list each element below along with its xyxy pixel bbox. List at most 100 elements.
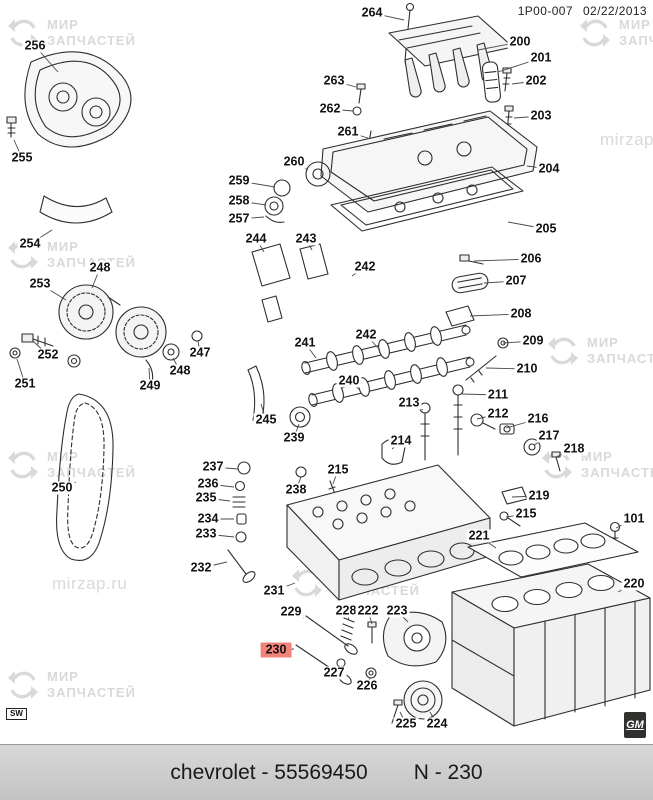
callout-264: 264 bbox=[359, 5, 385, 20]
callout-215: 215 bbox=[513, 506, 539, 521]
drawing-ref-number: 1P00-007 bbox=[517, 4, 573, 18]
callout-250: 250 bbox=[49, 480, 75, 495]
callout-255: 255 bbox=[9, 150, 35, 165]
callout-222: 222 bbox=[355, 603, 381, 618]
footer-bar: chevrolet - 55569450 N - 230 bbox=[0, 744, 653, 800]
callout-219: 219 bbox=[526, 488, 552, 503]
callout-258: 258 bbox=[226, 193, 252, 208]
callout-259: 259 bbox=[226, 173, 252, 188]
callout-235: 235 bbox=[193, 490, 219, 505]
watermark-url-text: mirzap.ru bbox=[600, 130, 653, 149]
callout-223: 223 bbox=[384, 603, 410, 618]
callout-231: 231 bbox=[261, 583, 287, 598]
part-brackets-244-243 bbox=[251, 243, 329, 323]
callout-201: 201 bbox=[528, 50, 554, 65]
callout-202: 202 bbox=[523, 73, 549, 88]
callout-242: 242 bbox=[353, 327, 379, 342]
callout-233: 233 bbox=[193, 526, 219, 541]
callout-253: 253 bbox=[27, 276, 53, 291]
callout-252: 252 bbox=[35, 347, 61, 362]
part-engine-block bbox=[451, 563, 651, 727]
engine-exploded-view bbox=[6, 2, 651, 727]
callout-263: 263 bbox=[321, 73, 347, 88]
watermark-url: mirzap.ru bbox=[600, 130, 653, 150]
callout-256: 256 bbox=[22, 38, 48, 53]
callout-244: 244 bbox=[243, 231, 269, 246]
callout-220: 220 bbox=[621, 576, 647, 591]
callout-240: 240 bbox=[336, 373, 362, 388]
callout-211: 211 bbox=[485, 387, 511, 402]
part-idler-pulley bbox=[391, 680, 443, 724]
callout-221: 221 bbox=[466, 528, 492, 543]
callout-262: 262 bbox=[317, 101, 343, 116]
callout-212: 212 bbox=[485, 406, 511, 421]
callout-239: 239 bbox=[281, 430, 307, 445]
callout-205: 205 bbox=[533, 221, 559, 236]
callout-226: 226 bbox=[354, 678, 380, 693]
drawing-date: 02/22/2013 bbox=[582, 4, 647, 18]
callout-251: 251 bbox=[12, 376, 38, 391]
callout-260: 260 bbox=[281, 154, 307, 169]
callout-200: 200 bbox=[507, 34, 533, 49]
part-tensioner-blade bbox=[247, 365, 265, 421]
callout-247: 247 bbox=[187, 345, 213, 360]
callout-257: 257 bbox=[226, 211, 252, 226]
callout-238: 238 bbox=[283, 482, 309, 497]
part-bracket-254 bbox=[39, 195, 113, 224]
callout-213: 213 bbox=[396, 395, 422, 410]
callout-218: 218 bbox=[561, 441, 587, 456]
callout-248: 248 bbox=[167, 363, 193, 378]
callout-206: 206 bbox=[518, 251, 544, 266]
callout-232: 232 bbox=[188, 560, 214, 575]
callout-225: 225 bbox=[393, 716, 419, 731]
part-right-small-parts bbox=[328, 254, 621, 552]
part-cover-gasket bbox=[330, 166, 524, 232]
callout-215: 215 bbox=[325, 462, 351, 477]
callout-216: 216 bbox=[525, 411, 551, 426]
callout-234: 234 bbox=[195, 511, 221, 526]
part-camshafts bbox=[301, 324, 475, 407]
watermark-url: mirzap.ru bbox=[52, 574, 127, 594]
footer-brand-part: chevrolet - 55569450 bbox=[170, 760, 368, 784]
part-valvetrain-left bbox=[227, 461, 256, 583]
callout-217: 217 bbox=[536, 428, 562, 443]
callout-248: 248 bbox=[87, 260, 113, 275]
callout-242: 242 bbox=[352, 259, 378, 274]
callout-237: 237 bbox=[200, 459, 226, 474]
callout-207: 207 bbox=[503, 273, 529, 288]
callout-229: 229 bbox=[278, 604, 304, 619]
part-bolt-255 bbox=[6, 116, 17, 138]
part-seal-239 bbox=[289, 406, 311, 478]
callout-101: 101 bbox=[621, 511, 647, 526]
part-mount-bracket bbox=[367, 611, 447, 667]
callout-230: 230 bbox=[260, 642, 292, 658]
callout-204: 204 bbox=[536, 161, 562, 176]
part-sprocket-seals bbox=[264, 161, 331, 223]
callout-210: 210 bbox=[514, 361, 540, 376]
circular-arrows-icon bbox=[580, 19, 610, 47]
callout-243: 243 bbox=[293, 231, 319, 246]
part-coil-boot bbox=[481, 61, 502, 103]
circular-arrows-icon bbox=[548, 337, 578, 365]
circular-arrows-icon bbox=[8, 451, 38, 479]
callout-209: 209 bbox=[520, 333, 546, 348]
callout-245: 245 bbox=[253, 412, 279, 427]
gm-logo: GM bbox=[624, 712, 646, 738]
callout-254: 254 bbox=[17, 236, 43, 251]
part-front-cover bbox=[24, 51, 132, 148]
callout-227: 227 bbox=[321, 665, 347, 680]
footer-note: N - 230 bbox=[413, 760, 483, 784]
callout-208: 208 bbox=[508, 306, 534, 321]
part-valve-cover bbox=[320, 110, 538, 213]
callout-241: 241 bbox=[292, 335, 318, 350]
part-head-gasket bbox=[467, 522, 639, 578]
